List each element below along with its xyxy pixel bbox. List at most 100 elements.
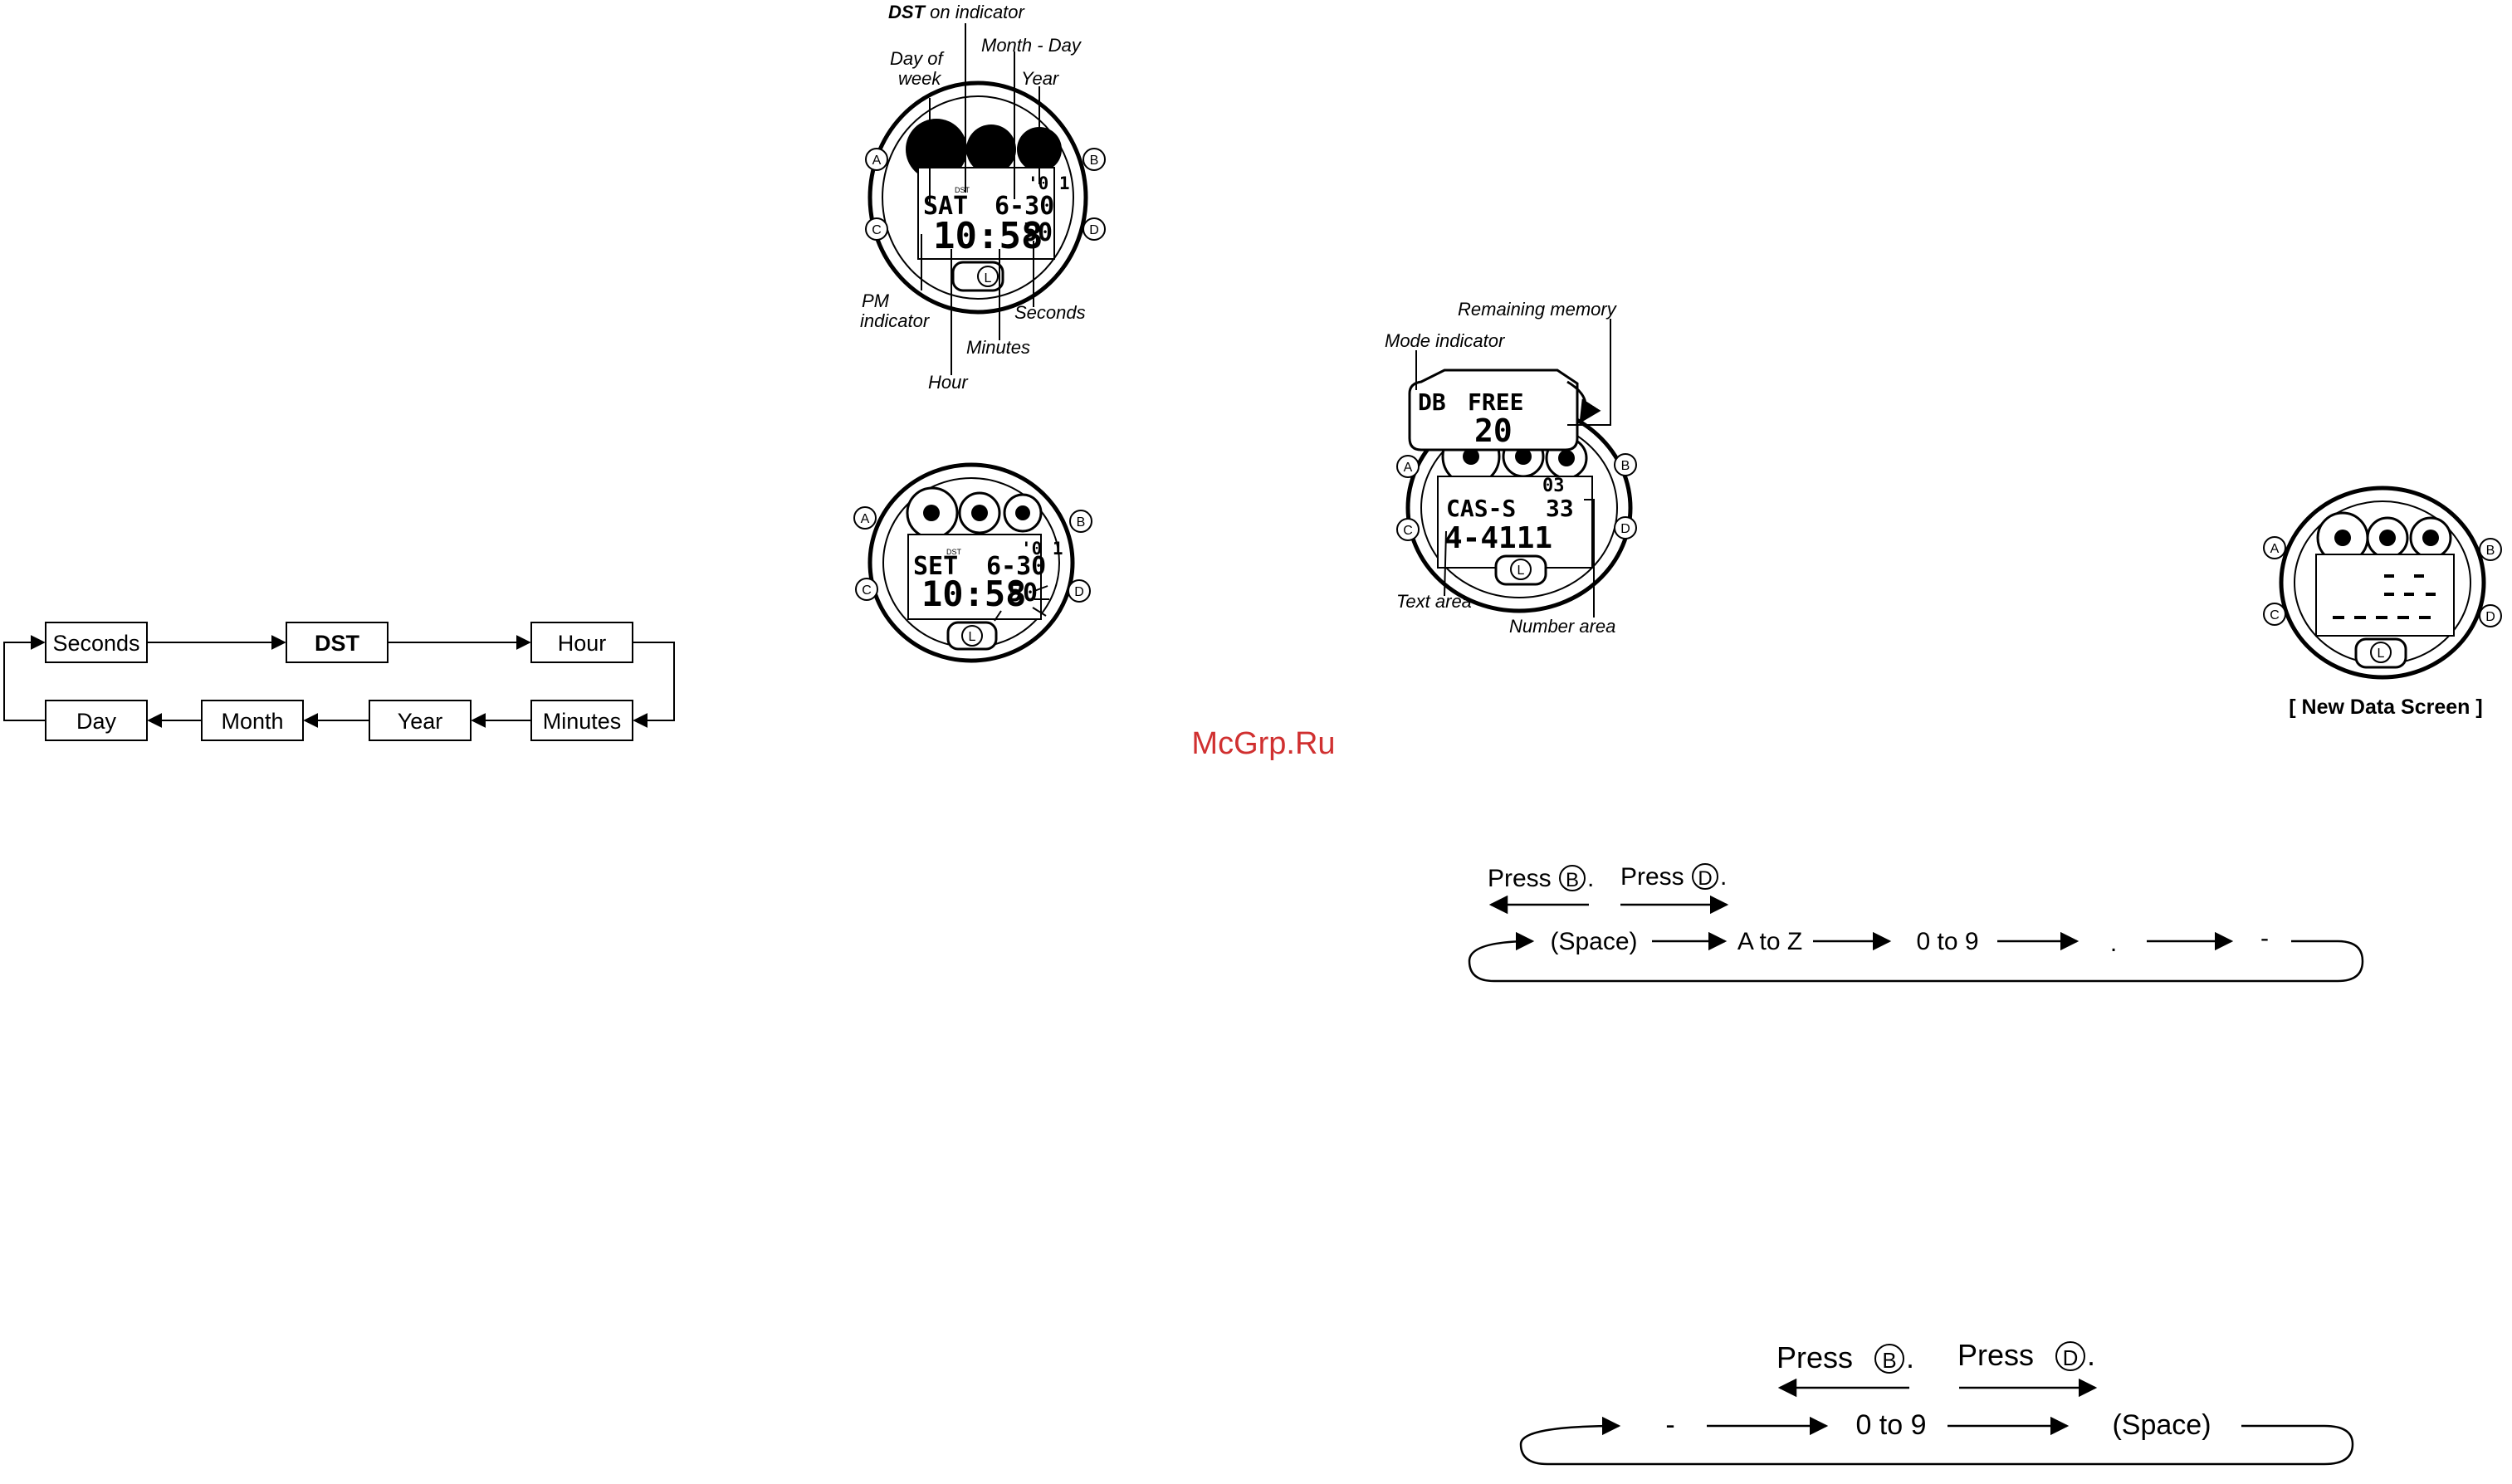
button-d-icon xyxy=(1692,863,1718,890)
button-a: A xyxy=(1404,461,1413,475)
callout-number-area: Number area xyxy=(1509,616,1615,637)
lcd-display xyxy=(917,167,1055,260)
callout-pm-1: PM xyxy=(862,290,890,311)
press-d-period: . xyxy=(2087,1338,2095,1372)
watch-bezel xyxy=(882,95,1074,300)
watch-setting-screen: '0 1 DST SET 6-30 10:58 50 L A B C D xyxy=(853,462,1092,663)
flow-arrow xyxy=(3,635,46,721)
seq-item-0-to-9: 0 to 9 xyxy=(1916,928,1978,955)
watch-timekeeping: '0 1 DST SAT 6-30 10:58 50 L A B C D xyxy=(860,2,1106,393)
sub-dial-middle-hub-icon xyxy=(1515,448,1532,465)
callout-dst-indicator: DST on indicator xyxy=(888,2,1026,22)
flow-label-hour: Hour xyxy=(558,631,607,656)
press-b-label: Press xyxy=(1488,865,1552,892)
button-d: D xyxy=(1074,585,1084,599)
press-b-label: Press xyxy=(1776,1340,1853,1374)
light-button xyxy=(961,625,983,647)
sub-dial-left-icon xyxy=(906,119,967,180)
seq-item-hyphen: - xyxy=(1665,1409,1674,1441)
button-b-icon xyxy=(1874,1344,1904,1374)
popup-free-label: FREE xyxy=(1468,388,1523,416)
button-b: B xyxy=(2486,544,2495,558)
seq-item-a-to-z: A to Z xyxy=(1737,928,1802,955)
lcd-year: '0 1 xyxy=(1021,539,1063,559)
sub-dial-right-hub-icon xyxy=(2422,530,2439,546)
flow-label-seconds: Seconds xyxy=(52,631,139,656)
button-d-letter: D xyxy=(1698,867,1712,890)
flow-box-year xyxy=(369,700,472,741)
light-button xyxy=(2370,642,2392,663)
lcd-time: 10:58 xyxy=(921,574,1026,614)
lcd-dashes xyxy=(2333,574,2436,619)
button-d-letter: D xyxy=(2063,1345,2079,1370)
popup-curved-arrow-icon xyxy=(1566,380,1601,424)
sub-dial-right-hub-icon xyxy=(1558,450,1575,466)
light-button-letter: L xyxy=(2378,647,2385,661)
sub-dial-left-hub-icon xyxy=(923,505,940,521)
button-c: C xyxy=(862,583,872,598)
flow-arrow xyxy=(633,642,675,728)
new-data-screen-caption: [ New Data Screen ] xyxy=(2289,696,2482,719)
button-d-icon xyxy=(2055,1341,2085,1371)
setting-sequence-flow xyxy=(3,622,675,741)
flow-label-month: Month xyxy=(221,709,283,734)
button-c: C xyxy=(1403,524,1413,538)
button-c: C xyxy=(2270,608,2280,622)
flash-marks-icon xyxy=(994,585,1049,622)
press-b-period: . xyxy=(1587,865,1594,892)
callout-leaders xyxy=(921,23,1040,375)
light-button-letter: L xyxy=(1517,564,1525,578)
callout-leaders xyxy=(1415,319,1611,618)
watch-new-data-screen: L A B C D [ New Data Screen ] xyxy=(2263,486,2502,719)
button-a: A xyxy=(861,512,870,526)
sub-dial-middle-icon xyxy=(966,124,1016,174)
press-d-label: Press xyxy=(1957,1338,2034,1372)
callout-pm-2: indicator xyxy=(860,310,931,331)
button-c: C xyxy=(872,223,882,237)
flow-box-dst xyxy=(286,622,389,663)
light-button xyxy=(977,266,999,287)
watermark: McGrp.Ru xyxy=(1191,726,1335,761)
callout-text-area: Text area xyxy=(1396,591,1472,612)
button-d: D xyxy=(1620,522,1630,536)
flow-box-seconds xyxy=(45,622,148,663)
sub-dial-right-hub-icon xyxy=(1015,505,1030,520)
light-button-letter: L xyxy=(969,630,976,644)
seq-item-period: . xyxy=(2110,930,2117,957)
button-b: B xyxy=(1621,459,1630,473)
seq-item-0-to-9: 0 to 9 xyxy=(1855,1409,1926,1441)
lcd-dst-flag: DST xyxy=(955,186,970,194)
char-sequence-reverse: Press B . Press D . - 0 to 9 (Space) xyxy=(1519,1338,2354,1466)
button-a: A xyxy=(872,154,882,168)
lcd-text-area-extra: 33 xyxy=(1546,495,1574,522)
button-d: D xyxy=(2485,610,2495,624)
press-d-period: . xyxy=(1720,863,1727,891)
sub-dial-left-hub-icon xyxy=(1463,448,1479,465)
callout-remaining-memory: Remaining memory xyxy=(1458,299,1618,320)
button-a: A xyxy=(2270,542,2280,556)
callout-hour: Hour xyxy=(928,372,969,393)
popup-mode-indicator: DB xyxy=(1418,388,1446,416)
sub-dial-middle-hub-icon xyxy=(2379,530,2396,546)
lcd-year: '0 1 xyxy=(1028,173,1070,193)
press-b-period: . xyxy=(1906,1340,1914,1374)
seq-item-hyphen: - xyxy=(2260,925,2269,952)
lcd-seconds: 50 xyxy=(1023,218,1053,247)
callout-minutes: Minutes xyxy=(966,337,1030,358)
callout-mode-indicator: Mode indicator xyxy=(1385,330,1506,351)
loop-back-arrow xyxy=(1468,931,2364,983)
loop-back-arrow xyxy=(1519,1416,2354,1466)
sub-dial-left-hub-icon xyxy=(2334,530,2351,546)
lcd-display xyxy=(907,534,1042,620)
callout-seconds: Seconds xyxy=(1014,302,1086,323)
seq-item-space: (Space) xyxy=(2112,1409,2211,1441)
flow-label-day: Day xyxy=(76,709,117,734)
popup-remaining-count: 20 xyxy=(1474,412,1513,449)
lcd-text-area: CAS-S xyxy=(1446,495,1516,522)
setting-sequence-labels: Seconds DST Hour Minutes Year Month Day xyxy=(52,631,621,734)
callout-day-of-week-2: week xyxy=(898,68,941,89)
lcd-mode-set: SET xyxy=(913,552,958,581)
lcd-date: 6-30 xyxy=(995,192,1054,221)
flow-box-hour xyxy=(530,622,633,663)
